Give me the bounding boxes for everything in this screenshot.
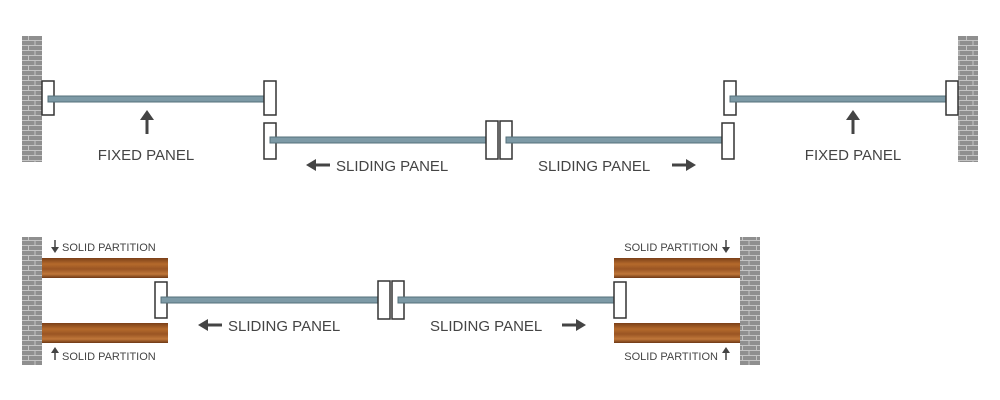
- bottom-diagram: SOLID PARTITION SOLID PARTITION SOLID PA…: [22, 237, 760, 365]
- down-arrow-icon: [51, 240, 59, 253]
- right-sliding-panel-label: SLIDING PANEL: [538, 158, 650, 175]
- left-sliding-panel-label: SLIDING PANEL: [336, 158, 448, 175]
- left-bottom-partition: [42, 323, 168, 343]
- up-arrow-icon: [51, 347, 59, 360]
- right-wall-channel: [945, 80, 959, 116]
- up-arrow-icon: [140, 110, 154, 134]
- left-sliding-glass: [269, 136, 493, 144]
- left-top-partition: [42, 258, 168, 278]
- top-diagram: FIXED PANEL SLIDING PANEL SLIDING PANEL …: [22, 36, 978, 175]
- right-sliding-glass: [397, 296, 621, 304]
- left-arrow-icon: [306, 159, 330, 171]
- left-fixed-end-profile: [263, 80, 277, 116]
- left-top-partition-label: SOLID PARTITION: [62, 242, 156, 254]
- right-fixed-glass: [729, 95, 953, 103]
- left-fixed-panel-label: FIXED PANEL: [98, 147, 194, 164]
- right-brick-wall: [958, 36, 978, 162]
- right-sliding-handle-profile: [721, 122, 735, 160]
- right-brick-wall: [740, 237, 760, 365]
- left-brick-wall: [22, 237, 42, 365]
- right-arrow-icon: [562, 319, 586, 331]
- right-fixed-panel-label: FIXED PANEL: [805, 147, 901, 164]
- down-arrow-icon: [722, 240, 730, 253]
- up-arrow-icon: [722, 347, 730, 360]
- right-top-partition-label: SOLID PARTITION: [624, 242, 718, 254]
- center-profile-left: [377, 280, 391, 320]
- right-arrow-icon: [672, 159, 696, 171]
- left-arrow-icon: [198, 319, 222, 331]
- left-bottom-partition-label: SOLID PARTITION: [62, 351, 156, 363]
- right-top-partition: [614, 258, 740, 278]
- left-sliding-glass: [160, 296, 384, 304]
- right-sliding-glass: [505, 136, 729, 144]
- right-sliding-panel-label: SLIDING PANEL: [430, 318, 542, 335]
- left-sliding-panel-label: SLIDING PANEL: [228, 318, 340, 335]
- right-bottom-partition: [614, 323, 740, 343]
- right-bottom-partition-label: SOLID PARTITION: [624, 351, 718, 363]
- left-brick-wall: [22, 36, 42, 162]
- right-end-profile: [613, 281, 627, 319]
- center-profile-left: [485, 120, 499, 160]
- up-arrow-icon: [846, 110, 860, 134]
- left-fixed-glass: [47, 95, 271, 103]
